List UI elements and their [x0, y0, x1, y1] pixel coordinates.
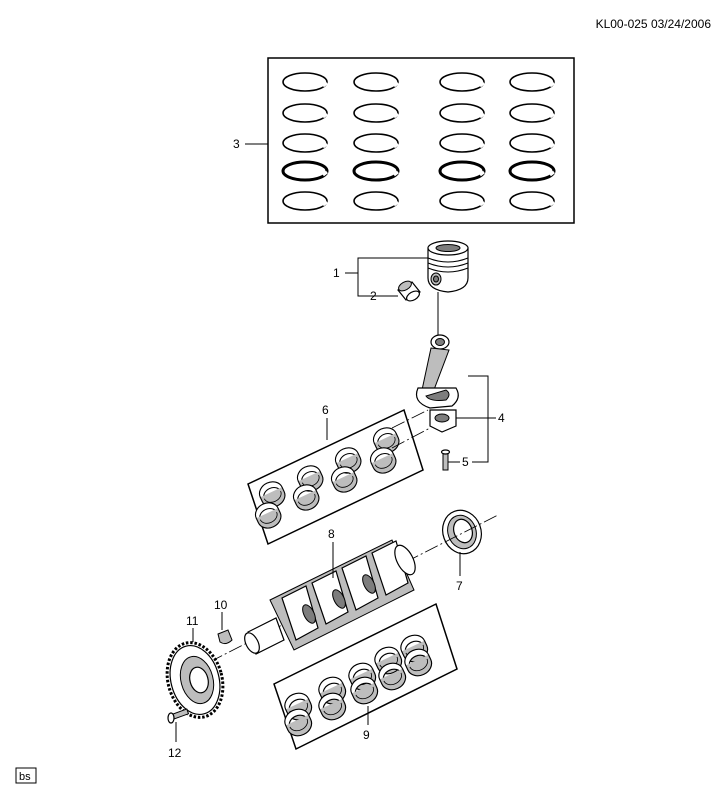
callout-4[interactable]: 4 [498, 411, 505, 425]
piston-ring [509, 191, 555, 211]
piston-ring [282, 133, 328, 153]
piston-ring-set [267, 57, 575, 224]
callout-12[interactable]: 12 [168, 746, 182, 760]
ring-gap [549, 142, 555, 149]
piston-ring [353, 72, 399, 92]
callout-2[interactable]: 2 [370, 289, 377, 303]
bearing-shell [378, 662, 407, 691]
ring-gap [549, 112, 555, 119]
piston-ring [353, 103, 399, 123]
ring-gap [479, 170, 485, 177]
callout-11[interactable]: 11 [186, 614, 199, 628]
piston-pin [397, 280, 421, 302]
piston-ring [352, 160, 400, 182]
ring-gap [393, 142, 399, 149]
gear-bolt [167, 708, 190, 724]
ring-gap [549, 200, 555, 207]
bearing-shell [404, 648, 433, 677]
bearing-shell [254, 502, 282, 529]
footer-badge: bs [19, 771, 31, 783]
ring-gap [322, 142, 328, 149]
callout-5[interactable]: 5 [462, 455, 469, 469]
bearing-shell [292, 484, 320, 511]
piston-ring [353, 191, 399, 211]
callout-10[interactable]: 10 [214, 598, 228, 612]
main-bearings [284, 634, 433, 737]
piston-ring [282, 103, 328, 123]
bearing-shell [350, 676, 379, 705]
leader-4-bracket [468, 375, 489, 463]
centerline-rod-lower [391, 427, 431, 449]
piston-ring [439, 103, 485, 123]
callout-1[interactable]: 1 [333, 266, 340, 280]
callout-7[interactable]: 7 [456, 579, 463, 593]
ring-gap [322, 170, 328, 177]
centerline-rod-upper [391, 409, 429, 429]
piston-ring [281, 160, 329, 182]
ring-gap [322, 200, 328, 207]
ring-gap [393, 170, 399, 177]
piston [427, 240, 469, 293]
rod-bearing-set [247, 408, 424, 546]
ring-gap [393, 112, 399, 119]
ring-gap [393, 81, 399, 88]
crankshaft-seal [442, 509, 482, 555]
bearing-shell [369, 447, 397, 474]
ring-gap [549, 170, 555, 177]
bearing-shell [330, 466, 358, 493]
piston-ring [508, 160, 556, 182]
piston-ring [509, 103, 555, 123]
connecting-rod [415, 334, 459, 433]
bearing-shell [284, 708, 313, 737]
callout-8[interactable]: 8 [328, 527, 335, 541]
callout-9[interactable]: 9 [363, 728, 370, 742]
rod-bolt [440, 449, 451, 471]
ring-gap [479, 142, 485, 149]
leader-1-bracket [357, 257, 428, 297]
crankshaft [244, 539, 416, 655]
crankshaft-gear [165, 641, 225, 719]
main-bearing-set [273, 602, 458, 751]
ring-gap [479, 81, 485, 88]
piston-rings [281, 72, 556, 211]
ring-gap [549, 81, 555, 88]
ring-set-frame [267, 57, 575, 224]
diagram-code: KL00-025 03/24/2006 [596, 17, 712, 31]
bearing-shell [318, 692, 347, 721]
piston-ring [439, 133, 485, 153]
callout-3[interactable]: 3 [233, 137, 240, 151]
callout-6[interactable]: 6 [322, 403, 329, 417]
piston-ring [282, 191, 328, 211]
piston-ring [509, 72, 555, 92]
piston-ring [282, 72, 328, 92]
ring-gap [479, 112, 485, 119]
ring-gap [393, 200, 399, 207]
piston-ring [439, 191, 485, 211]
piston-ring [509, 133, 555, 153]
rod-bearings [254, 427, 400, 529]
badge-frame [15, 767, 37, 784]
piston-ring [353, 133, 399, 153]
piston-ring [438, 160, 486, 182]
bearing-shell [258, 481, 286, 508]
woodruff-key [217, 629, 233, 645]
ring-gap [322, 112, 328, 119]
ring-gap [322, 81, 328, 88]
ring-gap [479, 200, 485, 207]
piston-ring [439, 72, 485, 92]
